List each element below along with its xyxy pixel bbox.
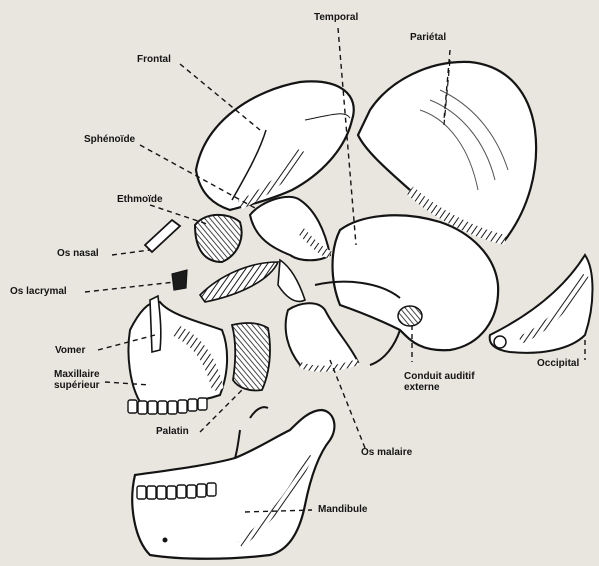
label-mandibule: Mandibule xyxy=(318,505,367,516)
lacrymal-bone xyxy=(172,270,187,290)
sphenoid-bone xyxy=(250,197,330,260)
label-maxillaire-line2: supérieur xyxy=(54,381,100,392)
leader-os-malaire xyxy=(330,360,365,448)
label-maxillaire-line1: Maxillaire xyxy=(54,370,100,381)
label-os-lacrymal: Os lacrymal xyxy=(10,287,67,298)
label-sphenoide: Sphénoïde xyxy=(84,135,135,146)
label-occipital: Occipital xyxy=(537,359,579,370)
label-conduit-line1: Conduit auditif xyxy=(404,372,475,383)
label-temporal: Temporal xyxy=(314,13,358,24)
frontal-bone xyxy=(196,81,354,210)
label-parietal: Pariétal xyxy=(410,33,446,44)
occipital-bone xyxy=(490,255,593,353)
vomer-bone xyxy=(150,296,161,352)
pterygoid-piece xyxy=(200,260,305,302)
label-frontal: Frontal xyxy=(137,55,171,66)
malar-bone xyxy=(286,303,358,368)
label-vomer: Vomer xyxy=(55,346,85,357)
label-maxillaire-superieur: Maxillaire supérieur xyxy=(54,370,100,391)
label-ethmoide: Ethmoïde xyxy=(117,195,163,206)
label-os-malaire: Os malaire xyxy=(361,448,412,459)
leader-os-nasal xyxy=(112,250,150,255)
label-conduit-auditif-externe: Conduit auditif externe xyxy=(404,372,475,393)
leader-os-lacrymal xyxy=(85,282,175,292)
nasal-bone xyxy=(145,220,180,252)
label-palatin: Palatin xyxy=(156,427,189,438)
palatine-bone xyxy=(232,323,270,390)
maxilla-bone xyxy=(128,302,227,414)
label-conduit-line2: externe xyxy=(404,383,475,394)
label-os-nasal: Os nasal xyxy=(57,249,99,260)
